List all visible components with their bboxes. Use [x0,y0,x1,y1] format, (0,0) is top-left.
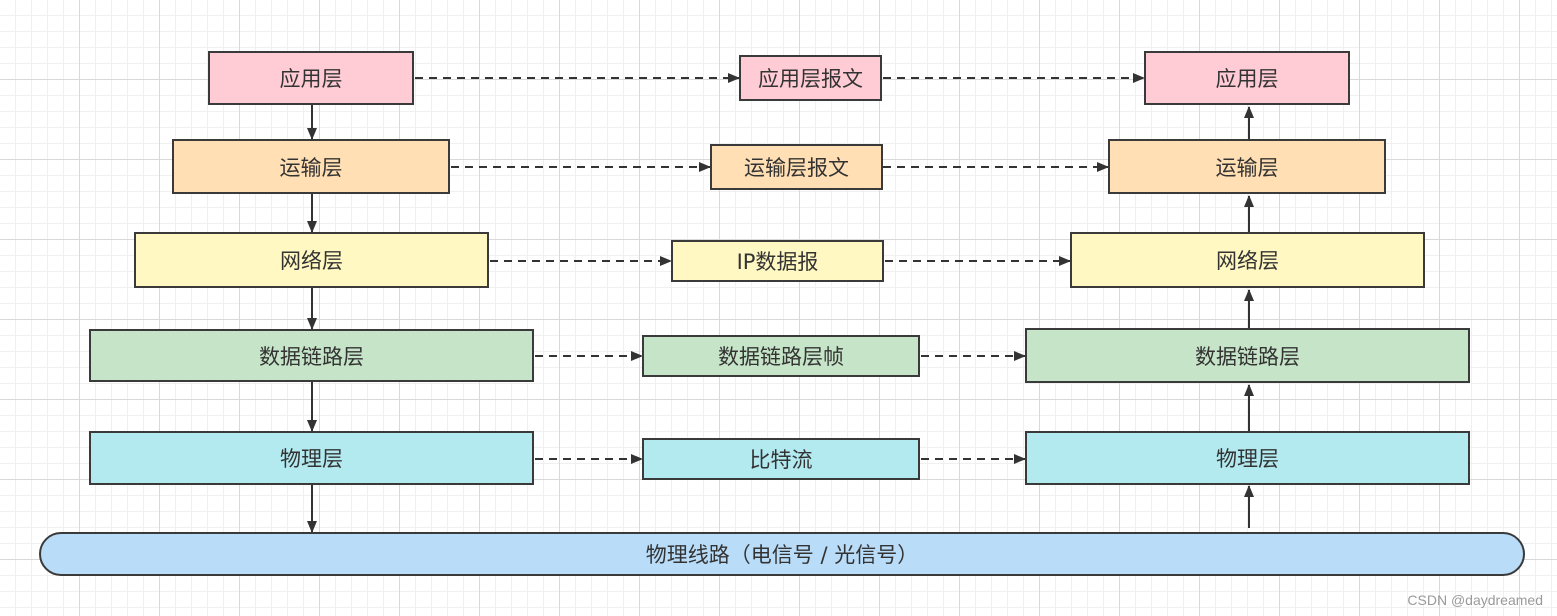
receiver-transport-layer: 运输层 [1108,139,1386,194]
message-datalink: 数据链路层帧 [642,335,920,377]
receiver-datalink-label: 数据链路层 [1195,344,1300,369]
message-transport: 运输层报文 [710,144,883,190]
receiver-physical-label: 物理层 [1216,447,1279,471]
receiver-network-label: 网络层 [1216,249,1279,273]
message-application-label: 应用层报文 [758,67,863,91]
receiver-transport-label: 运输层 [1215,155,1279,180]
receiver-application-layer: 应用层 [1144,51,1350,105]
physical-medium-line: 物理线路（电信号 / 光信号） [39,532,1525,576]
sender-transport-layer: 运输层 [172,139,450,194]
sender-physical-label: 物理层 [280,447,343,471]
sender-datalink-layer: 数据链路层 [89,329,534,382]
receiver-network-layer: 网络层 [1070,232,1425,288]
sender-network-label: 网络层 [280,249,343,273]
sender-datalink-label: 数据链路层 [259,344,364,369]
sender-transport-label: 运输层 [279,155,343,180]
physical-medium-label: 物理线路（电信号 / 光信号） [645,543,919,567]
message-transport-label: 运输层报文 [744,156,849,180]
sender-application-layer: 应用层 [208,51,414,105]
sender-network-layer: 网络层 [134,232,489,288]
receiver-datalink-layer: 数据链路层 [1025,328,1470,383]
receiver-application-label: 应用层 [1215,67,1279,91]
sender-physical-layer: 物理层 [89,431,534,485]
receiver-physical-layer: 物理层 [1025,431,1470,485]
message-network-label: IP数据报 [736,250,819,274]
watermark: CSDN @daydreamed [1407,592,1543,608]
sender-application-label: 应用层 [279,67,343,91]
message-physical: 比特流 [642,438,920,480]
message-physical-label: 比特流 [749,448,813,472]
message-application: 应用层报文 [739,55,882,101]
message-network: IP数据报 [671,240,884,282]
message-datalink-label: 数据链路层帧 [718,345,844,369]
